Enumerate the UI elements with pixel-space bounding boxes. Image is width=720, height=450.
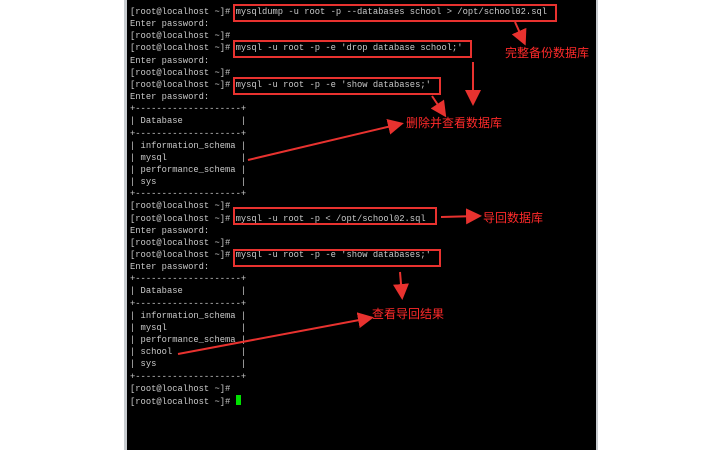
terminal-line: | Database | [130, 286, 247, 297]
terminal-line: +--------------------+ [130, 104, 247, 115]
terminal-line: | mysql | [130, 322, 247, 333]
highlight-restore-command [233, 207, 437, 225]
terminal-line: +--------------------+ [130, 298, 247, 309]
arrow-icon [393, 271, 409, 300]
terminal-line: +--------------------+ [130, 128, 247, 139]
arrow-icon [511, 21, 527, 46]
highlight-dump-command [233, 4, 557, 22]
highlight-drop-command [233, 40, 472, 58]
terminal-line: [root@localhost ~]# mysqldump -u root -p… [130, 7, 548, 17]
terminal-line: Enter password: [130, 92, 210, 103]
terminal-line: | school | [130, 347, 247, 358]
arrow-icon [247, 118, 404, 161]
terminal-line: [root@localhost ~]# [130, 394, 241, 408]
terminal-line: [root@localhost ~]# mysql -u root -p -e … [130, 250, 431, 260]
terminal-line: [root@localhost ~]# mysql -u root -p -e … [130, 43, 463, 54]
note-restore: 导回数据库 [483, 211, 544, 225]
terminal-line: | information_schema | [130, 310, 247, 321]
terminal-line: | performance_schema | [130, 164, 247, 175]
terminal-line: | mysql | [130, 152, 247, 163]
terminal-line: | information_schema | [130, 140, 247, 151]
terminal-line: [root@localhost ~]# [130, 31, 231, 42]
terminal-line: +--------------------+ [130, 274, 247, 285]
terminal-line: [root@localhost ~]# mysql -u root -p < /… [130, 213, 426, 224]
terminal-window[interactable] [124, 0, 598, 450]
highlight-show-command-2 [233, 249, 441, 267]
terminal-line: Enter password: [130, 19, 210, 30]
terminal-line: | Database | [130, 116, 247, 127]
terminal-line: [root@localhost ~]# [130, 237, 231, 248]
note-drop-and-show: 删除并查看数据库 [406, 116, 503, 130]
terminal-line: Enter password: [130, 262, 210, 273]
arrow-icon [440, 208, 482, 225]
terminal-line: +--------------------+ [130, 371, 247, 382]
cursor [235, 394, 241, 405]
terminal-line: [root@localhost ~]# [130, 383, 231, 394]
note-full-backup: 完整备份数据库 [505, 46, 590, 60]
terminal-line: | sys | [130, 359, 247, 370]
terminal-line: Enter password: [130, 225, 210, 236]
terminal-line: | performance_schema | [130, 335, 247, 346]
terminal-line: [root@localhost ~]# [130, 201, 231, 212]
arrow-icon [177, 312, 374, 355]
note-check-restore: 查看导回结果 [372, 307, 445, 321]
terminal-line: [root@localhost ~]# [130, 67, 231, 78]
terminal-line: [root@localhost ~]# mysql -u root -p -e … [130, 79, 431, 90]
arrow-icon [430, 95, 447, 118]
terminal-line: Enter password: [130, 55, 210, 66]
terminal-line: +--------------------+ [130, 189, 247, 200]
terminal-line: | sys | [130, 177, 247, 188]
highlight-show-command-1 [233, 77, 441, 95]
